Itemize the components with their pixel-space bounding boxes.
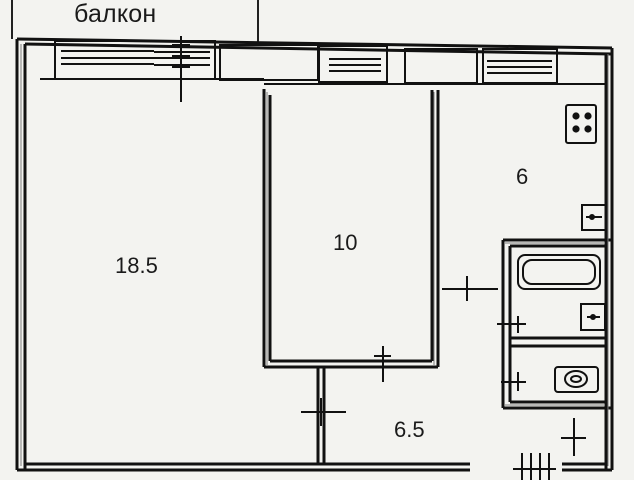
room-area-middle: 10	[333, 230, 358, 255]
balcony-label: балкон	[74, 0, 157, 28]
washbasin-icon	[580, 303, 606, 331]
window-band	[40, 40, 606, 85]
balcony-outline	[11, 0, 259, 44]
room-area-hall: 6.5	[394, 417, 425, 442]
bathtub-icon	[517, 254, 601, 290]
door-marks	[301, 276, 586, 480]
toilet-icon	[554, 366, 599, 393]
interior-walls	[262, 89, 612, 464]
room-area-kitchen: 6	[516, 164, 529, 189]
window-lines	[61, 36, 552, 102]
room-area-large: 18.5	[115, 253, 158, 278]
stove-icon	[565, 104, 597, 144]
sink-icon	[581, 204, 607, 231]
fine-lines	[20, 44, 609, 466]
